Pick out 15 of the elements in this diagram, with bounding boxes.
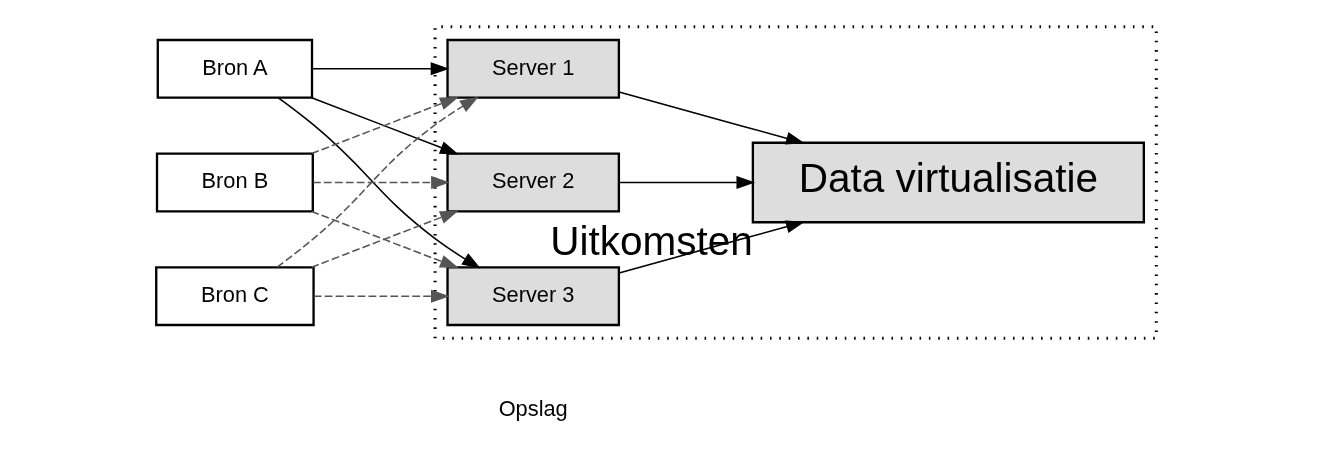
arrow (618, 91, 805, 145)
node-box: Bron B (155, 152, 314, 213)
arrow (312, 175, 450, 190)
arrow (618, 175, 756, 190)
node-box: Data virtualisatie (751, 141, 1145, 224)
node-box: Bron A (156, 38, 314, 99)
node-box: Bron C (155, 266, 315, 327)
arrow (311, 62, 450, 76)
node-box: Server 2 (446, 152, 621, 213)
node-label: Uitkomsten (550, 217, 753, 264)
node-box: Server 1 (446, 38, 621, 99)
arrow (313, 289, 450, 303)
arrow (618, 220, 805, 274)
node-box: Server 3 (446, 266, 621, 327)
label: Opslag (498, 395, 568, 421)
